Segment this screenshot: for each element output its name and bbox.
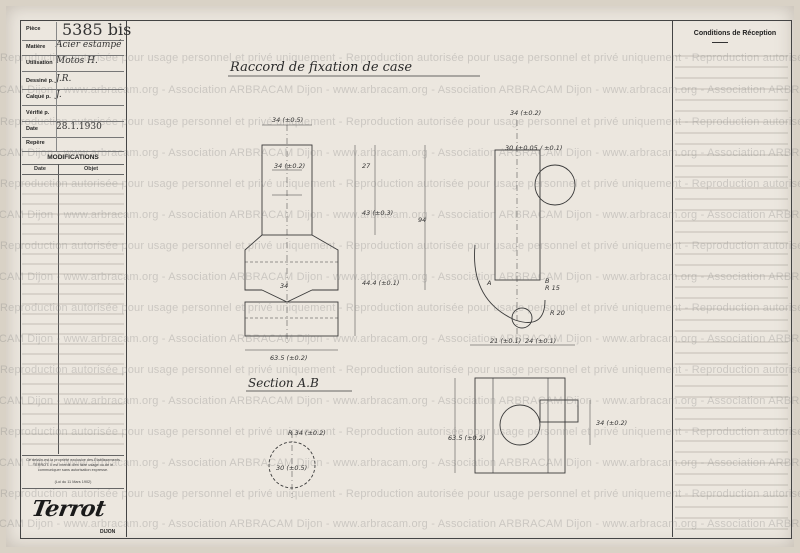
side-view-boss [534, 164, 576, 206]
mod-col-divider [58, 164, 59, 454]
dim-label: 21 (±0.1) [490, 337, 521, 345]
tb-value: Acier estampé [56, 40, 122, 50]
tb-row-piece: Pièce 5385 bis [22, 20, 131, 41]
sheet-frame [20, 20, 792, 539]
tb-label: Date [26, 126, 38, 132]
conditions-underline [712, 42, 728, 43]
dim-label: R 20 [550, 309, 565, 317]
bottom-view-body [474, 377, 566, 474]
dim-label: 34 (±0.2) [510, 109, 541, 117]
tb-label: Dessiné p. [26, 78, 54, 84]
conditions-title: Conditions de Réception [693, 30, 777, 37]
side-view-stem [494, 149, 541, 281]
dim-label: 94 [418, 216, 426, 224]
tb-label: Calqué p. [26, 94, 51, 100]
dim-label: R 34 (±0.2) [288, 429, 326, 437]
city-label: DIJON [100, 529, 116, 535]
drawing-title: Raccord de fixation de case [230, 60, 413, 75]
dim-label: 34 [280, 282, 288, 290]
dim-label: 63.5 (±0.2) [448, 434, 485, 442]
dim-label: 27 [362, 162, 371, 170]
conditions-divider [672, 20, 673, 537]
tb-label: Vérifié p. [26, 110, 50, 116]
tb-row-calque: Calqué p. J. [22, 90, 124, 106]
mod-head-line [22, 164, 124, 165]
logo-line [22, 488, 124, 489]
tb-row-dessine: Dessiné p. J.R. [22, 74, 124, 90]
tb-row-verifie: Vérifié p. [22, 106, 124, 122]
tb-label-divider [56, 22, 57, 151]
dim-label: 34 (±0.2) [596, 419, 627, 427]
tb-value: J.R. [56, 74, 72, 84]
tb-label: Repère [26, 140, 45, 146]
section-mark-b: B [545, 277, 550, 285]
dim-label: 34 (±0.5) [272, 116, 303, 124]
tb-row-date: Date 28.1.1930 [22, 122, 124, 138]
tb-row-utilisation: Utilisation Motos H. [22, 56, 124, 72]
bottom-view-bore [499, 404, 541, 446]
tb-value: J. [56, 90, 62, 100]
front-view-body [244, 234, 339, 291]
section-title: Section A.B [248, 376, 319, 390]
tb-value: Motos H. [56, 56, 98, 66]
section-mark-a: A [486, 279, 491, 287]
dim-label: 24 (±0.1) [525, 337, 556, 345]
side-view-hole [511, 307, 533, 329]
footnote-line [22, 455, 124, 456]
dim-label: 44.4 (±0.1) [362, 279, 399, 287]
tb-label: Utilisation [26, 60, 53, 66]
dim-label: 63.5 (±0.2) [270, 354, 307, 362]
side-view-curve [474, 244, 546, 323]
modifications-title: MODIFICATIONS [47, 154, 99, 161]
bottom-view-tab [539, 399, 579, 423]
piece-number: 5385 bis [62, 20, 132, 39]
dim-label: 43 (±0.3) [362, 209, 393, 217]
dim-label: R 15 [545, 284, 560, 292]
dim-label: 34 (±0.2) [274, 162, 305, 170]
drawing-sheet [6, 6, 794, 547]
mod-head-underline [22, 174, 124, 175]
front-view-base [244, 301, 339, 337]
title-block-divider [126, 20, 127, 537]
tb-label: Pièce [26, 26, 41, 32]
mod-col-objet: Objet [84, 166, 99, 172]
tb-row-repere: Repère [22, 138, 124, 152]
dim-label: 30 (±0.5) [276, 464, 307, 472]
tb-value: 28.1.1930 [56, 122, 102, 132]
tb-row-matiere: Matière Acier estampé [22, 40, 124, 56]
ownership-note: Ce dessin est la propriété exclusive des… [26, 458, 120, 472]
dim-label: 30 (±0.05 / ±0.1) [505, 144, 562, 152]
tb-label: Matière [26, 44, 46, 50]
law-note: (Loi du 11 Mars 1902) [54, 480, 92, 484]
mod-col-date: Date [34, 166, 46, 172]
